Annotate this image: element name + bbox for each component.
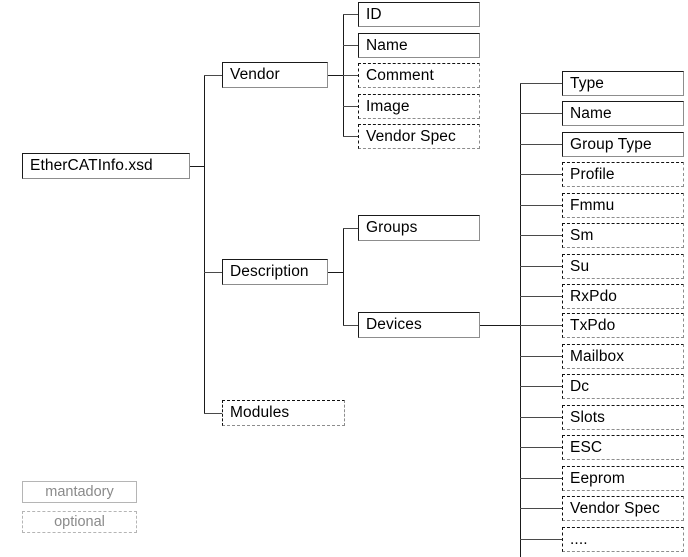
- connector-devices-to-txpdo: [520, 325, 562, 326]
- node-device-type[interactable]: Type: [562, 71, 684, 96]
- legend-label: optional: [54, 513, 105, 530]
- node-label: Vendor Spec: [570, 499, 660, 517]
- connector-devices-to-mailbox: [520, 356, 562, 357]
- connector-description-trunk: [343, 228, 344, 326]
- node-label: Comment: [366, 66, 434, 84]
- connector-vendor-to-comment: [343, 75, 359, 76]
- connector-vendor-to-id: [343, 14, 359, 15]
- legend-label: mantadory: [45, 483, 114, 500]
- node-label: Groups: [366, 219, 418, 237]
- connector-devices-to-fmmu: [520, 205, 562, 206]
- node-label: Slots: [570, 408, 605, 426]
- node-vendor[interactable]: Vendor: [222, 62, 328, 88]
- node-label: Sm: [570, 226, 594, 244]
- node-label: Devices: [366, 316, 422, 334]
- connector-devices-to-eeprom: [520, 478, 562, 479]
- connector-root-to-description: [204, 272, 223, 273]
- legend-item-mandatory: mantadory: [22, 481, 137, 503]
- connector-description-to-groups: [343, 228, 359, 229]
- node-label: Type: [570, 74, 605, 92]
- connector-devices-to-name: [520, 113, 562, 114]
- node-label: Vendor: [230, 66, 280, 84]
- connector-devices-stem: [480, 325, 521, 326]
- node-device-name[interactable]: Name: [562, 101, 684, 126]
- connector-root-trunk: [204, 75, 205, 414]
- node-device-group-type[interactable]: Group Type: [562, 132, 684, 157]
- connector-root-stem: [190, 166, 205, 167]
- node-vendor-vendor-spec[interactable]: Vendor Spec: [358, 124, 480, 149]
- connector-devices-to-dc: [520, 386, 562, 387]
- connector-devices-to-type: [520, 83, 562, 84]
- node-modules[interactable]: Modules: [222, 400, 345, 426]
- node-label: ID: [366, 5, 382, 23]
- node-label: ESC: [570, 438, 603, 456]
- connector-vendor-to-vendor-spec: [343, 136, 359, 137]
- node-label: Modules: [230, 404, 290, 422]
- node-label: TxPdo: [570, 316, 616, 334]
- node-device-fmmu[interactable]: Fmmu: [562, 193, 684, 218]
- connector-description-to-devices: [343, 325, 359, 326]
- connector-devices-to-vendor-spec: [520, 508, 562, 509]
- node-device-dc[interactable]: Dc: [562, 374, 684, 399]
- legend-item-optional: optional: [22, 511, 137, 533]
- node-devices[interactable]: Devices: [358, 312, 480, 338]
- node-label: Name: [570, 104, 612, 122]
- connector-devices-to-su: [520, 266, 562, 267]
- node-label: ....: [570, 530, 588, 548]
- node-label: Su: [570, 257, 590, 275]
- node-device-txpdo[interactable]: TxPdo: [562, 313, 684, 338]
- node-vendor-comment[interactable]: Comment: [358, 63, 480, 88]
- connector-description-stem: [328, 272, 344, 273]
- node-label: Description: [230, 263, 309, 281]
- node-groups[interactable]: Groups: [358, 215, 480, 241]
- node-label: Fmmu: [570, 196, 615, 214]
- node-device-profile[interactable]: Profile: [562, 162, 684, 187]
- connector-vendor-to-name: [343, 45, 359, 46]
- node-device-slots[interactable]: Slots: [562, 405, 684, 430]
- connector-root-to-vendor: [204, 75, 223, 76]
- connector-devices-to-rxpdo: [520, 296, 562, 297]
- connector-devices-to-group-type: [520, 144, 562, 145]
- node-device-vendor-spec[interactable]: Vendor Spec: [562, 496, 684, 521]
- connector-devices-to-profile: [520, 174, 562, 175]
- node-device-esc[interactable]: ESC: [562, 435, 684, 460]
- node-vendor-image[interactable]: Image: [358, 94, 480, 119]
- connector-root-to-modules: [204, 413, 223, 414]
- node-root-ethercatinfo-xsd[interactable]: EtherCATInfo.xsd: [22, 153, 190, 179]
- connector-vendor-stem: [328, 75, 344, 76]
- node-label: Dc: [570, 377, 590, 395]
- node-label: Group Type: [570, 135, 652, 153]
- node-vendor-id[interactable]: ID: [358, 2, 480, 27]
- node-label: Vendor Spec: [366, 127, 456, 145]
- node-device-su[interactable]: Su: [562, 254, 684, 279]
- node-vendor-name[interactable]: Name: [358, 33, 480, 58]
- node-device-more[interactable]: ....: [562, 527, 684, 552]
- node-label: Profile: [570, 165, 615, 183]
- connector-devices-trunk: [520, 83, 521, 557]
- node-label: Mailbox: [570, 347, 625, 365]
- node-label: Image: [366, 97, 410, 115]
- node-device-sm[interactable]: Sm: [562, 223, 684, 248]
- node-label: EtherCATInfo.xsd: [30, 157, 153, 175]
- node-label: RxPdo: [570, 287, 618, 305]
- node-description[interactable]: Description: [222, 259, 328, 285]
- node-device-eeprom[interactable]: Eeprom: [562, 466, 684, 491]
- connector-devices-to-esc: [520, 447, 562, 448]
- connector-devices-to-more: [520, 539, 562, 540]
- node-device-mailbox[interactable]: Mailbox: [562, 344, 684, 369]
- node-label: Eeprom: [570, 469, 625, 487]
- node-label: Name: [366, 36, 408, 54]
- connector-devices-to-slots: [520, 417, 562, 418]
- connector-vendor-to-image: [343, 106, 359, 107]
- node-device-rxpdo[interactable]: RxPdo: [562, 284, 684, 309]
- connector-devices-to-sm: [520, 235, 562, 236]
